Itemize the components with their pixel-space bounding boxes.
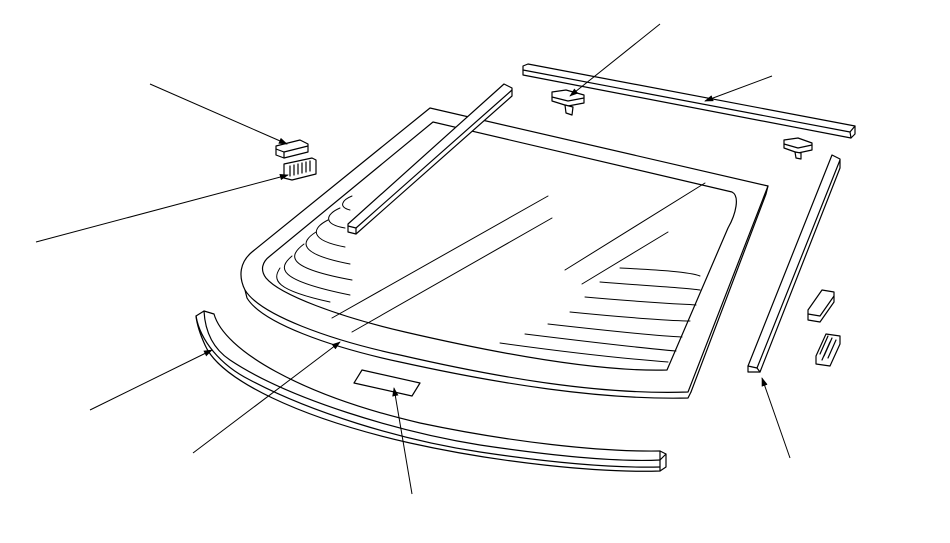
leader-left-clip xyxy=(149,83,288,145)
label-plate xyxy=(353,369,421,397)
upper-clip-left xyxy=(551,89,585,116)
rear-glass xyxy=(240,107,769,399)
upper-clip-right xyxy=(783,137,813,160)
leader-left-fastener xyxy=(35,174,289,243)
right-clip xyxy=(807,289,835,323)
right-fastener xyxy=(815,333,841,367)
upper-molding xyxy=(522,63,856,139)
right-side-molding xyxy=(747,154,841,373)
leader-glass xyxy=(192,341,341,454)
left-fastener xyxy=(283,157,317,181)
leader-upper-clip xyxy=(569,23,661,97)
leader-upper-molding xyxy=(704,75,773,102)
left-inner-strip xyxy=(347,83,513,235)
leader-lines xyxy=(35,23,791,495)
lower-molding xyxy=(195,310,667,472)
left-clip xyxy=(275,139,309,159)
leader-lower-molding xyxy=(89,349,213,411)
leader-label xyxy=(392,387,413,495)
leader-side-molding xyxy=(761,377,791,459)
